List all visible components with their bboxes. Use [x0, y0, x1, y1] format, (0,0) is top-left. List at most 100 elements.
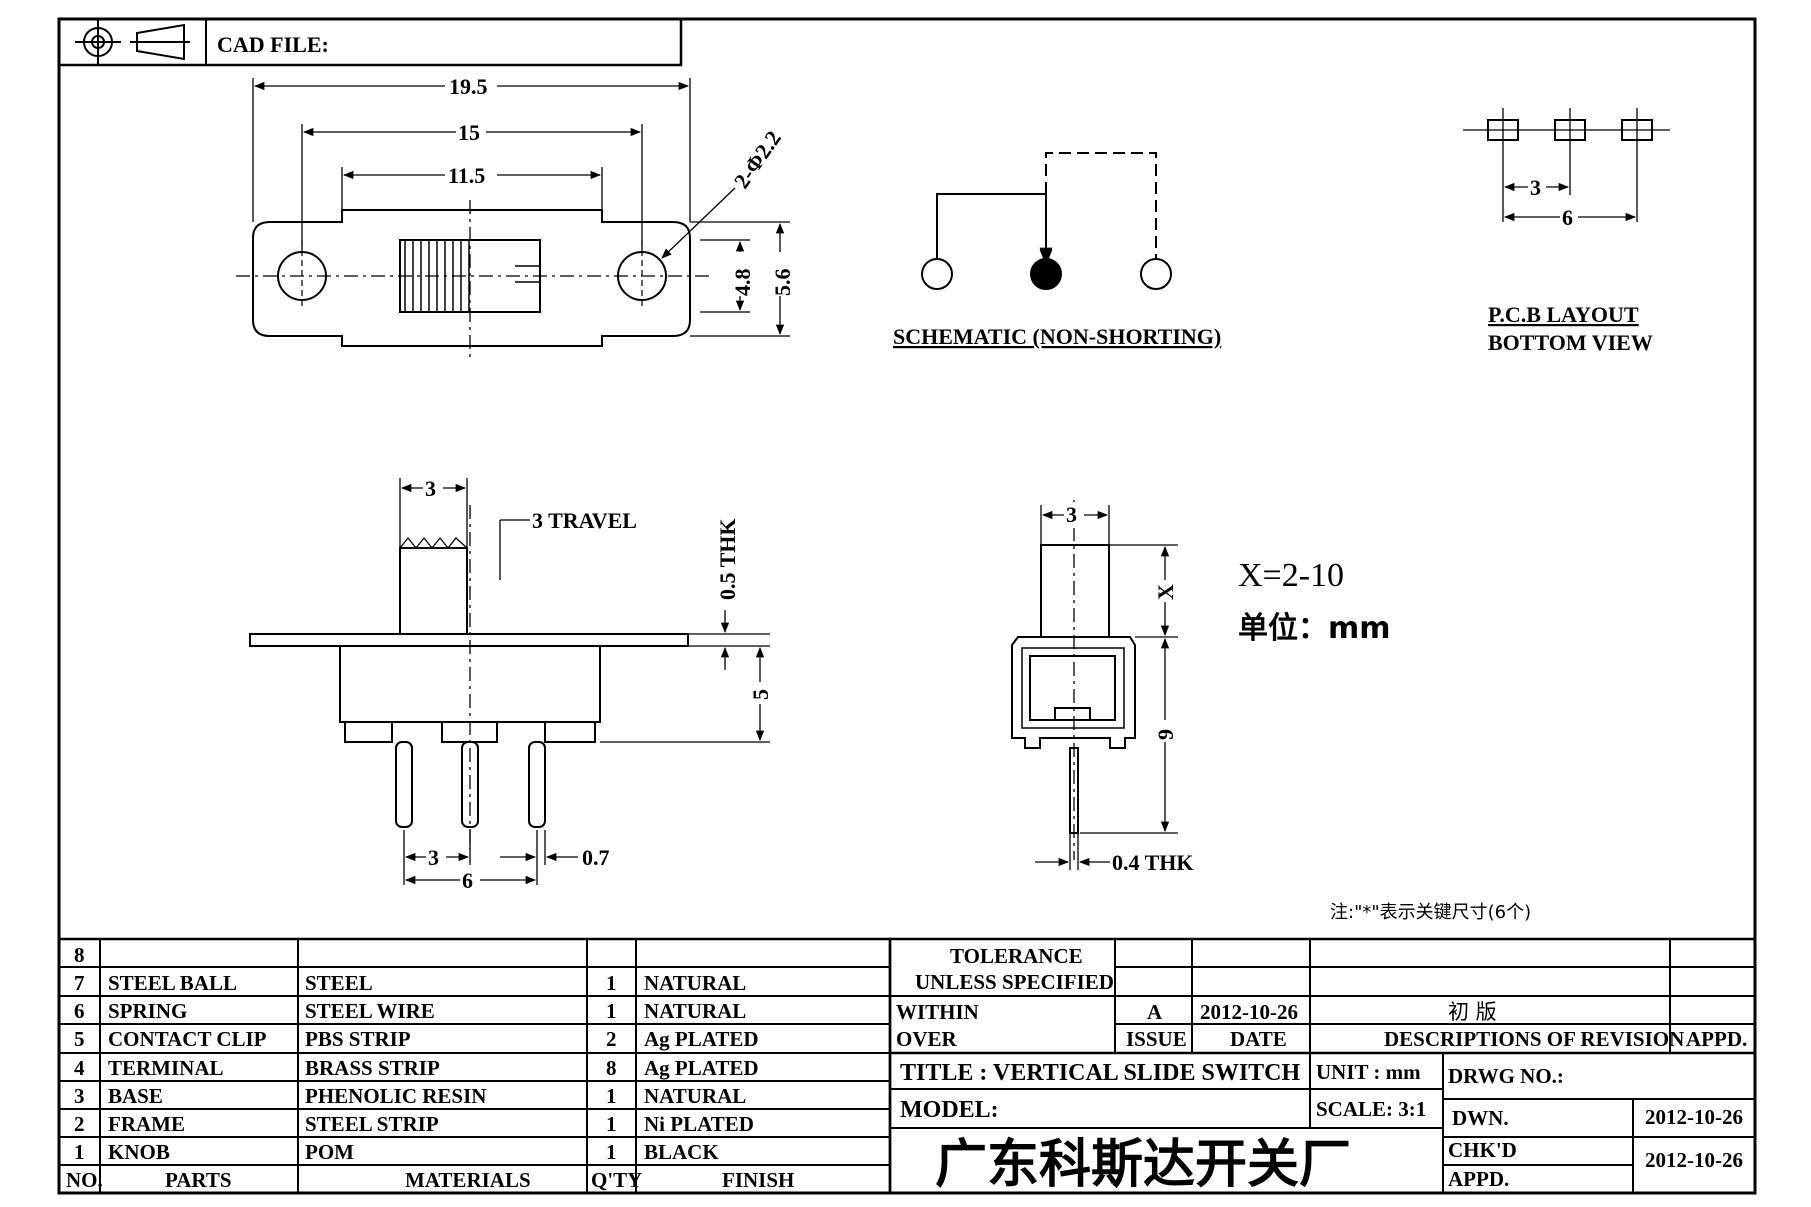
dim-5-6: 5.6: [770, 269, 795, 297]
bom-row: 5 CONTACT CLIP PBS STRIP 2 Ag PLATED: [74, 1027, 759, 1051]
dim-pin-span: 6: [462, 868, 473, 893]
top-view: [236, 78, 790, 360]
bom-row: 7 STEEL BALL STEEL 1 NATURAL: [74, 971, 746, 995]
revision-description: 初 版: [1448, 1000, 1497, 1024]
svg-text:STEEL: STEEL: [305, 971, 373, 995]
dim-pcb-3: 3: [1530, 175, 1541, 200]
svg-text:NATURAL: NATURAL: [644, 971, 746, 995]
pcb-layout-label: P.C.B LAYOUT: [1488, 302, 1639, 327]
dim-11-5: 11.5: [448, 163, 485, 188]
within-label: WITHIN: [896, 1000, 979, 1024]
dim-pin-width: 0.7: [582, 845, 610, 870]
svg-text:8: 8: [606, 1056, 617, 1080]
svg-text:TERMINAL: TERMINAL: [108, 1056, 224, 1080]
svg-text:STEEL STRIP: STEEL STRIP: [305, 1112, 439, 1136]
chkd-label: CHK'D: [1448, 1138, 1517, 1162]
svg-text:NO.: NO.: [66, 1168, 103, 1192]
bom-header-row: NO. PARTS MATERIALS Q'TY FINISH: [66, 1168, 794, 1192]
dim-side-knob: 3: [1066, 502, 1077, 527]
date-label: DATE: [1230, 1027, 1287, 1051]
appd2-label: APPD.: [1448, 1167, 1509, 1191]
side-view: [1011, 500, 1178, 870]
cad-file-label: CAD FILE:: [217, 32, 329, 57]
dim-15: 15: [458, 120, 480, 145]
svg-text:KNOB: KNOB: [108, 1140, 170, 1164]
svg-text:2: 2: [606, 1027, 617, 1051]
svg-text:Ag PLATED: Ag PLATED: [644, 1056, 759, 1080]
svg-text:POM: POM: [305, 1140, 354, 1164]
appd-label: APPD.: [1686, 1027, 1747, 1051]
front-view: [249, 478, 770, 885]
third-angle-projection-icon: [75, 20, 190, 64]
dim-hole-dia: 2-Φ2.2: [729, 126, 786, 193]
bom-row: 2 FRAME STEEL STRIP 1 Ni PLATED: [74, 1112, 754, 1136]
dim-side-9: 9: [1153, 729, 1178, 740]
pcb-layout-diagram: [1463, 108, 1670, 222]
svg-text:3: 3: [74, 1084, 85, 1108]
dim-4-8: 4.8: [730, 269, 755, 297]
dim-pin-pitch: 3: [428, 845, 439, 870]
svg-text:1: 1: [606, 1084, 617, 1108]
svg-text:SPRING: SPRING: [108, 999, 187, 1023]
bom-row: 8: [74, 943, 85, 967]
svg-text:PARTS: PARTS: [165, 1168, 232, 1192]
bom-row: 1 KNOB POM 1 BLACK: [74, 1140, 719, 1164]
svg-text:8: 8: [74, 943, 85, 967]
svg-text:1: 1: [606, 1112, 617, 1136]
descriptions-label: DESCRIPTIONS OF REVISION: [1384, 1027, 1684, 1051]
side-view-dimensions: 3 X 9 0.4 THK X=2-10 单位：mm: [1064, 502, 1391, 875]
issue-value: A: [1147, 1000, 1163, 1024]
bom-row: 3 BASE PHENOLIC RESIN 1 NATURAL: [74, 1084, 746, 1108]
dim-travel: 3 TRAVEL: [532, 508, 637, 533]
svg-text:2: 2: [74, 1112, 85, 1136]
x-range-label: X=2-10: [1238, 557, 1344, 594]
dwn-date: 2012-10-26: [1645, 1105, 1743, 1129]
svg-text:CONTACT CLIP: CONTACT CLIP: [108, 1027, 267, 1051]
key-dimension-note: 注:"*"表示关键尺寸(6个): [1330, 902, 1531, 923]
svg-text:PBS STRIP: PBS STRIP: [305, 1027, 411, 1051]
svg-text:Ag PLATED: Ag PLATED: [644, 1027, 759, 1051]
schematic-diagram: [921, 152, 1172, 290]
issue-label: ISSUE: [1126, 1027, 1187, 1051]
dim-thk: 0.5 THK: [715, 518, 740, 600]
pcb-layout-dimensions: 3 6 P.C.B LAYOUT BOTTOM VIEW: [1488, 174, 1653, 355]
svg-text:5: 5: [74, 1027, 85, 1051]
bom-row: 4 TERMINAL BRASS STRIP 8 Ag PLATED: [74, 1056, 759, 1080]
unless-specified-label: UNLESS SPECIFIED: [915, 970, 1114, 994]
drwg-no-label: DRWG NO.:: [1448, 1064, 1564, 1088]
svg-text:7: 7: [74, 971, 85, 995]
dim-pin-thk: 0.4 THK: [1112, 850, 1194, 875]
unit-note: 单位：mm: [1238, 611, 1391, 646]
svg-text:1: 1: [606, 999, 617, 1023]
chkd-date: 2012-10-26: [1645, 1148, 1743, 1172]
svg-text:FINISH: FINISH: [722, 1168, 794, 1192]
bom-rows: 8 7 STEEL BALL STEEL 1 NATURAL 6 SPRING …: [66, 943, 794, 1192]
bom-table: [57, 937, 892, 1195]
bottom-view-label: BOTTOM VIEW: [1488, 330, 1653, 355]
company-name: 广东科斯达开关厂: [935, 1135, 1351, 1195]
svg-text:BASE: BASE: [108, 1084, 163, 1108]
dim-pcb-6: 6: [1562, 205, 1573, 230]
tolerance-label: TOLERANCE: [950, 944, 1083, 968]
svg-text:FRAME: FRAME: [108, 1112, 185, 1136]
svg-text:STEEL BALL: STEEL BALL: [108, 971, 237, 995]
dim-front-knob: 3: [425, 476, 436, 501]
top-view-dimensions: 19.5 15 11.5 2-Φ2.2 4.8 5.6: [445, 72, 795, 296]
svg-text:4: 4: [74, 1056, 85, 1080]
dim-19-5: 19.5: [449, 74, 488, 99]
dim-body-5: 5: [748, 689, 773, 700]
title-block-text: TOLERANCE UNLESS SPECIFIED WITHIN OVER A…: [896, 944, 1747, 1195]
svg-text:1: 1: [606, 1140, 617, 1164]
drawing-title: TITLE : VERTICAL SLIDE SWITCH: [900, 1060, 1301, 1086]
svg-text:1: 1: [74, 1140, 85, 1164]
header-block: CAD FILE:: [57, 17, 683, 67]
svg-text:NATURAL: NATURAL: [644, 1084, 746, 1108]
svg-text:Q'TY: Q'TY: [591, 1168, 642, 1192]
front-view-dimensions: 3 3 TRAVEL 0.5 THK 5 3 6 0.7: [423, 475, 773, 894]
revision-date: 2012-10-26: [1200, 1000, 1298, 1024]
svg-text:BRASS STRIP: BRASS STRIP: [305, 1056, 440, 1080]
dim-x: X: [1153, 584, 1178, 600]
scale-label: SCALE: 3:1: [1316, 1097, 1426, 1121]
title-block: [888, 937, 1757, 1195]
